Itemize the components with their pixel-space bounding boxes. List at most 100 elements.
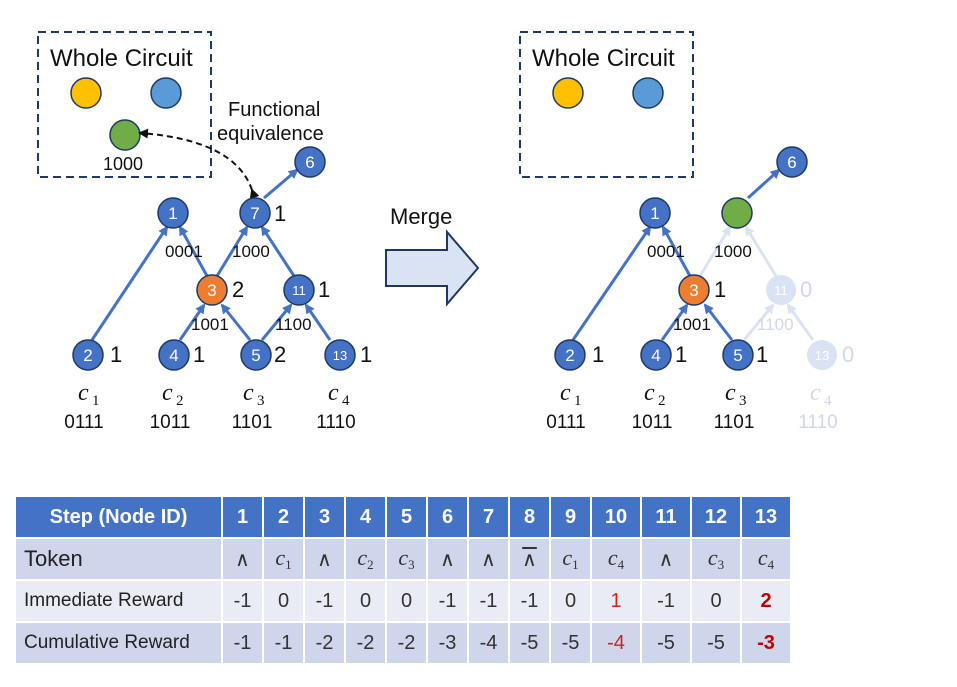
svg-text:1: 1: [650, 204, 659, 223]
light-blue-node-right: [632, 77, 664, 109]
svg-text:7: 7: [250, 204, 259, 223]
header-step: 1: [223, 497, 262, 537]
svg-text:1110: 1110: [316, 412, 355, 433]
token-cell: c2: [346, 539, 385, 579]
count-11: 1: [318, 277, 330, 302]
reward-cell: -2: [346, 623, 385, 663]
node-3: 3: [196, 274, 228, 306]
svg-text:c: c: [328, 380, 339, 406]
reward-cell: -3: [428, 623, 467, 663]
svg-text:c: c: [810, 380, 821, 406]
svg-text:6: 6: [305, 153, 314, 172]
svg-text:6: 6: [787, 153, 796, 172]
reward-table: Step (Node ID) 1 2 3 4 5 6 7 8 9 10 11 1…: [14, 495, 792, 665]
token-cell: ∧: [510, 539, 549, 579]
green-node-code: 1000: [103, 154, 143, 174]
node-11-right-faded: 11: [766, 275, 796, 305]
reward-cell: -1: [428, 581, 467, 621]
code-1000: 1000: [232, 242, 270, 261]
count-5-right: 1: [756, 342, 768, 367]
input-c4-right-faded: c 4 1110: [798, 380, 837, 433]
svg-text:11: 11: [774, 283, 788, 298]
edge-13-11-faded: [786, 303, 815, 341]
green-node: [109, 119, 141, 151]
reward-cell: -1: [264, 623, 303, 663]
token-label: Token: [16, 539, 221, 579]
merge-label: Merge: [390, 204, 452, 229]
reward-cell: -4: [469, 623, 508, 663]
reward-cell: -1: [305, 581, 344, 621]
code-1000-right: 1000: [714, 242, 752, 261]
reward-cell-highlight: 1: [592, 581, 640, 621]
header-step: 8: [510, 497, 549, 537]
green-node-merged: [721, 197, 753, 229]
edge-11-g-faded: [744, 225, 778, 277]
node-3-right: 3: [678, 274, 710, 306]
svg-text:c: c: [560, 380, 571, 406]
edge-4-3: [178, 303, 206, 341]
reward-cell: -1: [223, 623, 262, 663]
edge-13-11: [304, 303, 332, 341]
reward-cell: 0: [387, 581, 426, 621]
edge-3-1-right: [661, 225, 692, 277]
edge-5-11: [260, 303, 293, 341]
input-c1: c 1 0111: [64, 380, 103, 433]
token-cell: c1: [264, 539, 303, 579]
node-6-right: 6: [776, 146, 808, 178]
reward-cell: -1: [223, 581, 262, 621]
reward-cell: -5: [510, 623, 549, 663]
edge-3-7: [215, 225, 249, 277]
header-step: 6: [428, 497, 467, 537]
token-cell: c3: [387, 539, 426, 579]
whole-circuit-title: Whole Circuit: [50, 45, 193, 72]
svg-text:1110: 1110: [798, 412, 837, 433]
reward-cell: 0: [692, 581, 740, 621]
count-3-right: 1: [714, 277, 726, 302]
node-5: 5: [240, 339, 272, 371]
svg-text:1: 1: [168, 204, 177, 223]
reward-cell: 0: [346, 581, 385, 621]
svg-text:3: 3: [207, 281, 216, 300]
svg-text:0111: 0111: [64, 412, 103, 433]
svg-text:1101: 1101: [232, 412, 273, 433]
node-13-right-faded: 13: [807, 340, 837, 370]
node-2: 2: [72, 339, 104, 371]
input-c3-right: c 3 1101: [714, 380, 755, 433]
reward-cell-highlight: -3: [742, 623, 790, 663]
header-step: 10: [592, 497, 640, 537]
input-c1-right: c 1 0111: [546, 380, 585, 433]
code-1001-right: 1001: [673, 315, 711, 334]
svg-text:13: 13: [333, 348, 347, 363]
edge-11-7: [260, 225, 296, 277]
edge-3-g-faded: [698, 225, 732, 277]
input-c4: c 4 1110: [316, 380, 355, 433]
token-cell: ∧: [305, 539, 344, 579]
reward-cell: -1: [469, 581, 508, 621]
input-c3: c 3 1101: [232, 380, 273, 433]
svg-text:1011: 1011: [632, 412, 673, 433]
node-11: 11: [283, 274, 315, 306]
whole-circuit-box-right: [519, 31, 694, 178]
reward-cell: -5: [642, 623, 690, 663]
svg-text:2: 2: [565, 346, 574, 365]
code-1100-right: 1100: [757, 315, 794, 334]
left-circuit: Whole Circuit 1000 Functional equivalenc…: [37, 31, 372, 433]
node-6: 6: [294, 146, 326, 178]
svg-text:13: 13: [815, 348, 829, 363]
svg-text:2: 2: [658, 393, 666, 409]
svg-text:3: 3: [739, 393, 747, 409]
svg-text:1011: 1011: [150, 412, 191, 433]
annotation-line-2: equivalence: [217, 123, 324, 145]
reward-cell: -1: [510, 581, 549, 621]
reward-cell-highlight: 2: [742, 581, 790, 621]
edge-7-6: [263, 168, 299, 200]
edge-3-1: [178, 225, 209, 277]
svg-text:3: 3: [257, 393, 265, 409]
svg-text:4: 4: [169, 346, 178, 365]
edge-2-1: [90, 225, 169, 341]
count-3: 2: [232, 277, 244, 302]
count-4-right: 1: [675, 342, 687, 367]
header-step: 13: [742, 497, 790, 537]
count-4: 1: [193, 342, 205, 367]
svg-text:c: c: [644, 380, 655, 406]
